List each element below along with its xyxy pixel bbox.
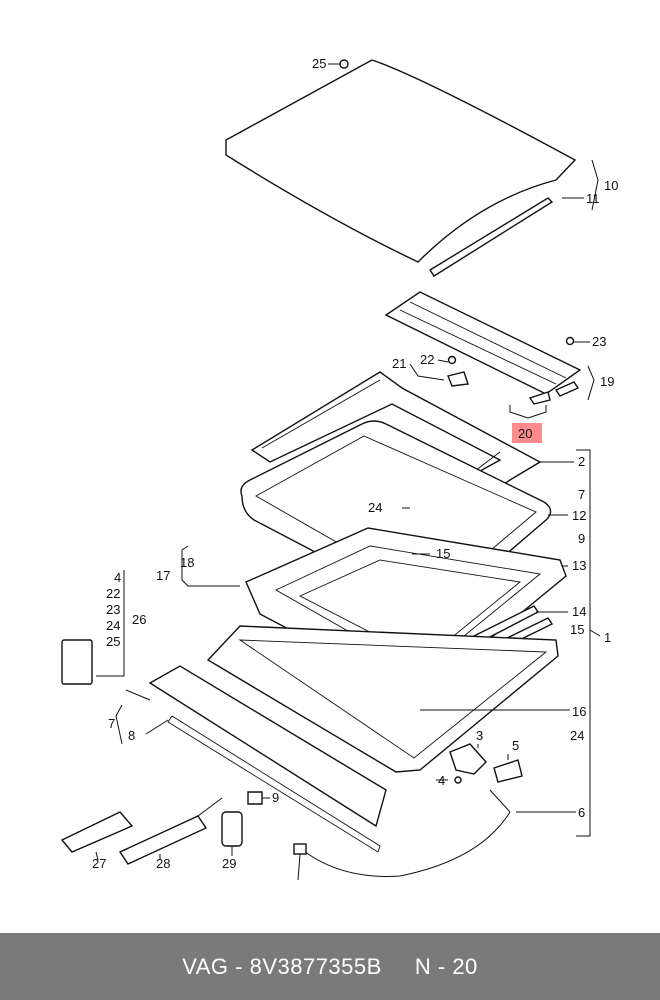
group26-item-4: 4 (114, 570, 121, 585)
callout-16: 16 (572, 704, 586, 719)
leader-lines (95, 63, 601, 861)
seal-11 (429, 197, 554, 277)
callout-27: 27 (92, 856, 106, 871)
screw-22-icon (447, 355, 457, 365)
connector-icon (293, 843, 307, 855)
group26-item-24: 24 (106, 618, 120, 633)
callout-2: 2 (578, 454, 585, 469)
roof-panel (206, 625, 559, 773)
callout-23: 23 (592, 334, 606, 349)
nut-9-icon (247, 791, 263, 805)
footer-bar: VAG - 8V3877355B N - 20 (0, 933, 660, 1000)
callout-24: 24 (368, 500, 382, 515)
guide-part-19 (554, 381, 580, 397)
callout-7: 7 (578, 487, 585, 502)
footer-ref-label: N - 20 (414, 953, 478, 979)
bottle-29 (221, 811, 243, 847)
footer-separator: - (228, 953, 250, 979)
callout-12: 12 (572, 508, 586, 523)
callout-3: 3 (476, 728, 483, 743)
callout-17: 17 (156, 568, 170, 583)
callout-13: 13 (572, 558, 586, 573)
callout-15: 15 (436, 546, 450, 561)
exploded-parts-diagram: 25 10 11 23 21 22 19 20 2 7 12 24 9 13 1… (60, 56, 618, 881)
bracket-5 (493, 759, 523, 783)
callout-15-b: 15 (570, 622, 584, 637)
callout-6: 6 (578, 805, 585, 820)
guide-part-20 (528, 391, 551, 405)
motor-3 (449, 743, 487, 775)
callout-29: 29 (222, 856, 236, 871)
callout-5: 5 (512, 738, 519, 753)
callout-28: 28 (156, 856, 170, 871)
cable-6 (299, 789, 511, 877)
headliner-panel (148, 665, 387, 828)
tube-27 (60, 811, 134, 853)
callout-8: 8 (128, 728, 135, 743)
clip-22 (447, 371, 469, 387)
highlight-box-20 (512, 423, 542, 443)
footer-spacer (382, 954, 415, 980)
callout-4: 4 (438, 773, 445, 788)
callout-26: 26 (132, 612, 146, 627)
callout-25: 25 (312, 56, 326, 71)
footer-brand: VAG (182, 953, 229, 979)
bolt-25-icon (339, 59, 349, 69)
callout-11: 11 (586, 191, 600, 206)
callout-1: 1 (604, 630, 611, 645)
group26-item-25: 25 (106, 634, 120, 649)
callout-9: 9 (578, 531, 585, 546)
bolt-4-icon (454, 776, 462, 784)
callout-19: 19 (600, 374, 614, 389)
group26-item-23: 23 (106, 602, 120, 617)
callout-22: 22 (420, 352, 434, 367)
cartridge-28 (118, 815, 208, 865)
sunshade-frame (384, 291, 582, 395)
glass-panel (225, 59, 577, 263)
callout-7-b: 7 (108, 716, 115, 731)
callout-24-c: 24 (570, 728, 584, 743)
callout-20-highlighted: 20 (518, 426, 532, 441)
footer-part-number: 8V3877355B (249, 953, 382, 979)
callout-18: 18 (180, 555, 194, 570)
label-sticker-26 (61, 639, 93, 685)
callout-10: 10 (604, 178, 618, 193)
screw-23-icon (565, 336, 575, 346)
callout-14: 14 (572, 604, 586, 619)
group26-item-22: 22 (106, 586, 120, 601)
callout-21: 21 (392, 356, 406, 371)
callout-9-b: 9 (272, 790, 279, 805)
